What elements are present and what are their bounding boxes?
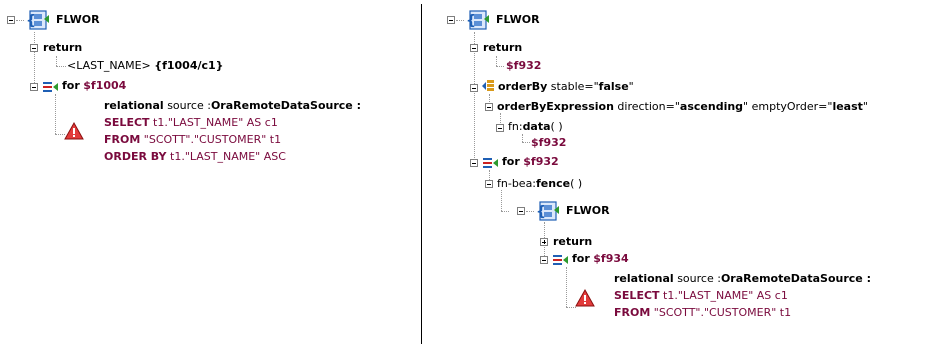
inner-for-clause: for $f934 [572, 252, 629, 265]
for-clause-icon [553, 255, 568, 265]
expand-toggle-inner-return[interactable] [540, 238, 548, 246]
expand-toggle-inner-flwor[interactable] [517, 207, 525, 215]
for-clause-icon [43, 82, 58, 92]
relational-source: relational source :OraRemoteDataSource : [104, 99, 361, 112]
svg-text:{: { [26, 13, 36, 29]
fn-data-argument: $f932 [531, 136, 567, 149]
expand-toggle-flwor[interactable] [7, 16, 15, 24]
inner-flwor-label: FLWOR [566, 204, 610, 217]
return-label: return [43, 41, 83, 54]
expand-toggle-for[interactable] [470, 159, 478, 167]
return-variable: $f932 [506, 59, 542, 72]
left-plan-tree: { FLWOR return <LAST_NAME> {f1004/c1} fo… [0, 0, 420, 347]
for-clause-icon [483, 158, 498, 168]
sql-orderby-line: ORDER BY t1."LAST_NAME" ASC [104, 150, 286, 163]
for-clause: for $f932 [502, 155, 559, 168]
flwor-label: FLWOR [496, 13, 540, 26]
expand-toggle-orderbyexpression[interactable] [485, 103, 493, 111]
for-clause: for $f1004 [62, 79, 127, 92]
expand-toggle-orderby[interactable] [470, 84, 478, 92]
sql-select-line: SELECT t1."LAST_NAME" AS c1 [614, 289, 788, 302]
return-expression: <LAST_NAME> {f1004/c1} [67, 59, 224, 72]
sql-from-line: FROM "SCOTT"."CUSTOMER" t1 [614, 306, 792, 319]
inner-return-label: return [553, 235, 593, 248]
right-plan-tree: { FLWOR return $f932 orderBy stable="fal… [424, 0, 934, 347]
fn-bea-fence-node: fn-bea:fence( ) [497, 177, 583, 190]
pane-divider [421, 4, 422, 344]
expand-toggle-flwor[interactable] [447, 16, 455, 24]
return-label: return [483, 41, 523, 54]
orderby-icon [482, 80, 494, 91]
expand-toggle-inner-for[interactable] [540, 256, 548, 264]
expand-toggle-for[interactable] [30, 83, 38, 91]
flwor-icon: { [466, 10, 489, 30]
orderbyexpression-node: orderByExpression direction="ascending" … [497, 100, 868, 113]
expand-toggle-fn-data[interactable] [496, 124, 504, 132]
svg-text:{: { [536, 204, 546, 220]
expand-toggle-return[interactable] [470, 44, 478, 52]
expand-toggle-fence[interactable] [485, 180, 493, 188]
flwor-icon: { [536, 201, 559, 221]
warning-icon [64, 122, 84, 140]
sql-select-line: SELECT t1."LAST_NAME" AS c1 [104, 116, 278, 129]
flwor-label: FLWOR [56, 13, 100, 26]
fn-data-node: fn:data( ) [508, 120, 563, 133]
expand-toggle-return[interactable] [30, 44, 38, 52]
warning-icon [575, 289, 595, 307]
svg-text:{: { [466, 13, 476, 29]
sql-from-line: FROM "SCOTT"."CUSTOMER" t1 [104, 133, 282, 146]
flwor-icon: { [26, 10, 49, 30]
orderby-clause: orderBy stable="false" [498, 80, 634, 93]
relational-source: relational source :OraRemoteDataSource : [614, 272, 871, 285]
